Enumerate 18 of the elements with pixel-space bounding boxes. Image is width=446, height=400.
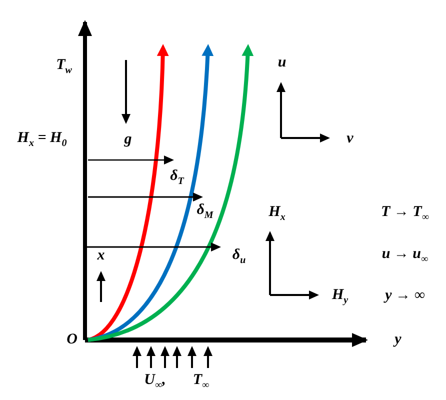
symbol-label: T$_{w}$ <box>56 58 72 76</box>
symbol-label: T$_{∞}$ <box>192 373 210 391</box>
symbol-label: H$_{x}$ <box>268 205 286 223</box>
symbol-label: δ$_{u}$ <box>232 248 246 266</box>
symbol-label: x <box>97 248 105 264</box>
symbol-label: v <box>346 132 354 146</box>
symbol-label: T → T$_{∞}$ <box>381 205 429 223</box>
symbol-label: δ$_{M}$ <box>196 203 214 221</box>
symbol-label: y → ∞ <box>385 288 425 304</box>
symbol-label: u → u$_{∞}$ <box>382 247 428 265</box>
symbol-label: δ$_{T}$ <box>170 169 184 187</box>
symbol-label: u <box>278 56 286 70</box>
symbol-label: y <box>394 332 402 348</box>
symbol-label: H$_{y}$ <box>332 288 348 306</box>
symbol-label: U$_{∞}$, <box>144 373 166 391</box>
symbol-label: H$_{x}$ = H$_{0}$ <box>17 131 67 149</box>
symbol-label: g <box>124 132 132 148</box>
symbol-label: O <box>66 332 78 348</box>
